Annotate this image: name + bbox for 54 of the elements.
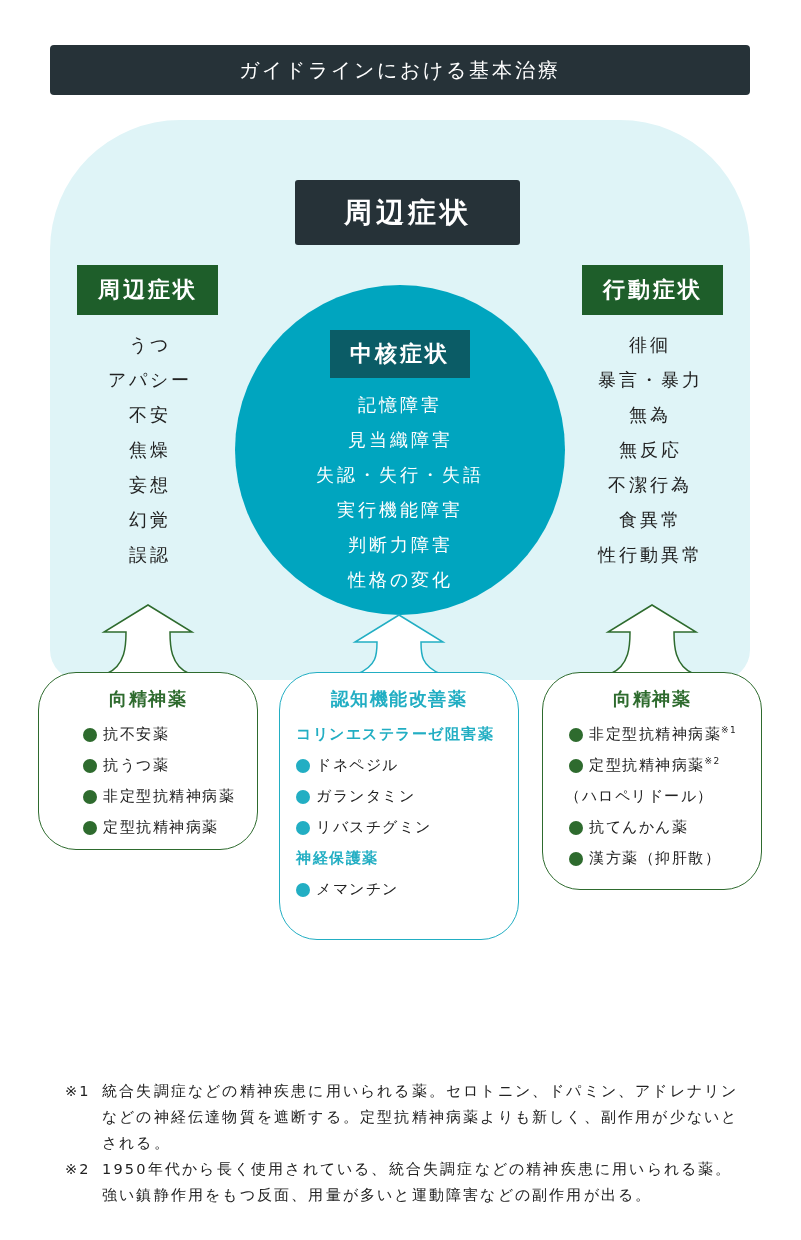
symptom-label: 誤認 <box>128 543 172 567</box>
drug-item: 抗うつ薬 <box>83 756 169 775</box>
block-arrow <box>607 604 697 675</box>
symptom-label: 見当織障害 <box>346 428 454 452</box>
region-background <box>50 120 750 680</box>
drug-item: メマンチン <box>296 880 399 899</box>
drug-item: 漢方薬（抑肝散） <box>569 849 721 868</box>
symptom-label: 失認・失行・失語 <box>315 463 485 487</box>
symptom-label: 性格の変化 <box>346 568 454 592</box>
symptom-label: アパシー <box>107 368 193 392</box>
heading-label: 周辺症状 <box>295 180 520 245</box>
heading-label: 中核症状 <box>330 330 470 378</box>
footnote-text: 1950年代から長く使用されている、統合失調症などの精神疾患に用いられる薬。強い鎮静作用をもつ反面、用量が多いと運動障害などの副作用が出る。 <box>102 1160 734 1205</box>
drug-item: 定型抗精神病薬 <box>83 818 219 837</box>
symptom-label: 無為 <box>628 403 672 427</box>
drug-item: 抗不安薬 <box>83 725 169 744</box>
heading-label: 向精神薬 <box>108 687 188 711</box>
footnote-mark: ※1 <box>65 1082 91 1101</box>
symptom-label: うつ <box>128 333 172 357</box>
symptom-label: 不潔行為 <box>607 473 693 497</box>
symptom-label: 実行機能障害 <box>336 498 464 522</box>
title-bar: ガイドラインにおける基本治療 <box>50 45 750 95</box>
symptom-label: 食異常 <box>617 508 683 532</box>
drug-item: 抗てんかん薬 <box>569 818 688 837</box>
heading-label: 周辺症状 <box>77 265 218 315</box>
symptom-label: 妄想 <box>128 473 172 497</box>
symptom-label: 徘徊 <box>628 333 672 357</box>
symptom-label: 性行動異常 <box>596 543 704 567</box>
footnote-text: 統合失調症などの精神疾患に用いられる薬。セロトニン、ドパミン、アドレナリンなどの神経伝達物質を遮断する。定型抗精神病薬よりも新しく、副作用が少ないとされる。 <box>102 1082 740 1153</box>
symptom-label: 不安 <box>128 403 172 427</box>
drug-item: ドネペジル <box>296 756 399 775</box>
symptom-label: 暴言・暴力 <box>596 368 704 392</box>
drug-item: ガランタミン <box>296 787 415 806</box>
block-arrow <box>354 614 444 675</box>
medication-box <box>38 672 258 850</box>
symptom-label: 焦燥 <box>128 438 172 462</box>
block-arrow <box>103 604 193 675</box>
heading-label: 行動症状 <box>582 265 723 315</box>
medication-box <box>542 672 762 890</box>
subheading-label: 神経保護薬 <box>296 849 379 868</box>
symptom-label: 判断力障害 <box>346 533 454 557</box>
heading-label: 向精神薬 <box>612 687 692 711</box>
symptom-label: 幻覚 <box>128 508 172 532</box>
drug-note: （ハロペリドール） <box>565 787 714 806</box>
symptom-label: 記憶障害 <box>357 393 443 417</box>
symptom-label: 無反応 <box>617 438 683 462</box>
subheading-label: コリンエステラーゼ阻害薬 <box>296 725 494 744</box>
footnote-mark: ※2 <box>65 1160 91 1179</box>
heading-label: 認知機能改善薬 <box>329 687 469 711</box>
drug-item: リバスチグミン <box>296 818 432 837</box>
drug-item: 非定型抗精神病薬$^{※1}$ <box>569 725 738 744</box>
drug-item: 非定型抗精神病薬 <box>83 787 235 806</box>
medication-box <box>279 672 519 940</box>
drug-item: 定型抗精神病薬$^{※2}$ <box>569 756 721 775</box>
